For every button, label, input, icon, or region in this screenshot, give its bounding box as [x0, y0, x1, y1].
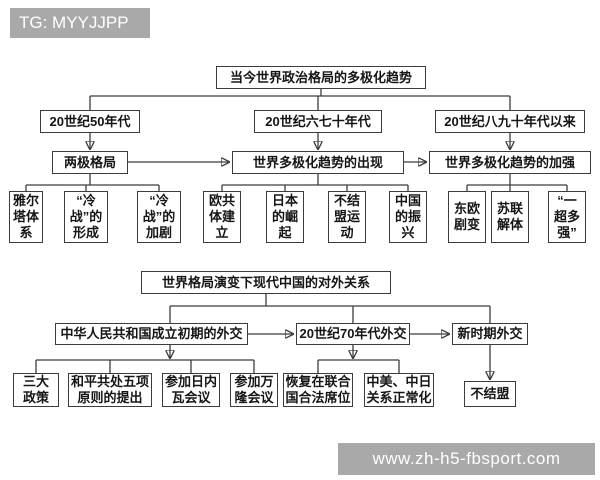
node-china-revival: 中国 的振 兴 — [389, 191, 427, 243]
node-multipolarization-trend-title: 当今世界政治格局的多极化趋势 — [216, 66, 426, 89]
node-japan-rise: 日本 的崛 起 — [266, 191, 304, 243]
node-1970s-diplomacy: 20世纪70年代外交 — [296, 323, 410, 345]
node-us-japan-normalization: 中美、中日 关系正常化 — [364, 373, 434, 407]
node-bandung-conference: 参加万 隆会议 — [230, 373, 278, 407]
node-non-alignment: 不结盟 — [464, 381, 516, 407]
node-yalta-system: 雅尔 塔体 系 — [9, 191, 43, 243]
website-watermark: www.zh-h5-fbsport.com — [338, 443, 595, 475]
node-eastern-europe-upheaval: 东欧 剧变 — [448, 191, 486, 243]
node-bipolar-pattern: 两极格局 — [52, 151, 128, 174]
node-cold-war-formation: “冷 战”的 形成 — [64, 191, 108, 243]
telegram-badge: TG: MYYJJPP — [10, 8, 150, 38]
node-soviet-collapse: 苏联 解体 — [491, 191, 529, 243]
node-new-era-diplomacy: 新时期外交 — [452, 323, 528, 345]
node-1950s: 20世纪50年代 — [40, 110, 140, 133]
node-un-seat-restoration: 恢复在联合 国合法席位 — [283, 373, 353, 407]
node-geneva-conference: 参加日内 瓦会议 — [162, 373, 220, 407]
node-one-superpower-many-powers: “一 超多 强” — [548, 191, 586, 243]
node-ec-establishment: 欧共 体建 立 — [203, 191, 241, 243]
node-three-policies: 三大 政策 — [13, 373, 59, 407]
diagram1-connectors — [25, 89, 568, 191]
node-multipolar-strengthening: 世界多极化趋势的加强 — [429, 151, 591, 174]
node-since-1980s-90s: 20世纪八九十年代以来 — [435, 110, 585, 133]
node-1960s-70s: 20世纪六七十年代 — [254, 110, 382, 133]
node-early-prc-diplomacy: 中华人民共和国成立初期的外交 — [55, 323, 248, 345]
node-china-foreign-relations-title: 世界格局演变下现代中国的对外关系 — [141, 271, 391, 294]
diagram2-connectors — [35, 294, 490, 379]
node-cold-war-intensification: “冷 战”的 加剧 — [137, 191, 181, 243]
node-non-aligned-movement: 不结 盟运 动 — [328, 191, 366, 243]
node-five-principles-coexistence: 和平共处五项 原则的提出 — [68, 373, 152, 407]
node-multipolar-emergence: 世界多极化趋势的出现 — [232, 151, 404, 174]
